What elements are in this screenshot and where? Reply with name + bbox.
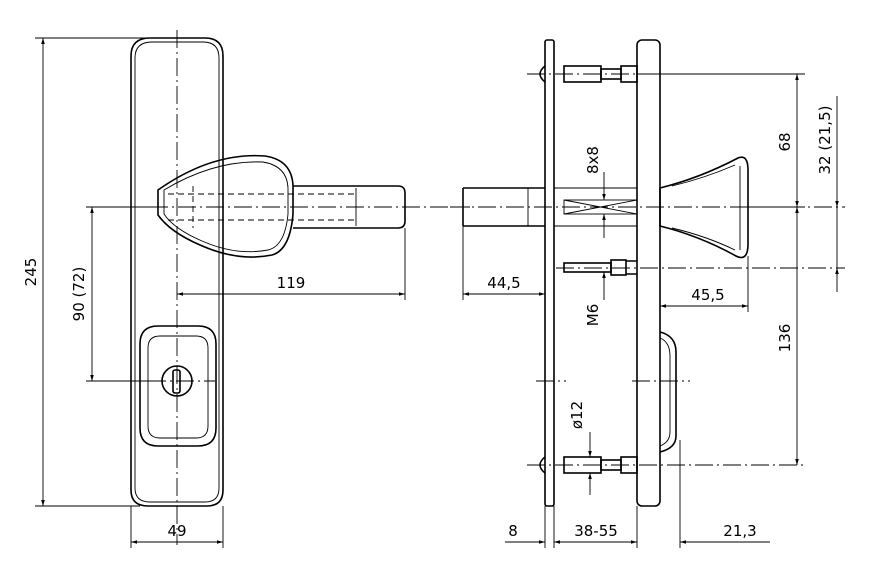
lever-rose	[157, 154, 294, 258]
bottom-screw	[527, 456, 805, 474]
side-square-spindle	[462, 187, 545, 227]
dim-screw-to-spindle-label: 68	[776, 132, 794, 151]
lever-rose-inner	[163, 161, 289, 253]
side-view: 44,5 45,5 8x8 M6 ø12 68 32 (21,5) 136	[450, 39, 845, 548]
front-view: 245 90 (72) 119 49	[22, 30, 470, 548]
dim-rear-knob-projection-label: 21,3	[723, 522, 756, 540]
rear-knob	[659, 156, 749, 259]
side-front-plate	[544, 39, 555, 507]
dim-lever-length-label: 119	[277, 274, 306, 292]
dim-spindle-to-key-label: 90 (72)	[70, 267, 88, 322]
dim-plate-width-label: 49	[167, 522, 186, 540]
dim-spindle-to-lower-screw-label: 136	[776, 324, 794, 353]
lever-arm	[293, 185, 406, 229]
m6-screw	[556, 259, 845, 276]
dim-square-spindle-label: 8x8	[584, 146, 602, 174]
cylinder-surround-outer	[139, 325, 217, 447]
rear-cylinder-cover	[659, 331, 677, 453]
dim-spindle-projection-label: 44,5	[487, 274, 520, 292]
dim-knob-length-label: 45,5	[691, 286, 724, 304]
dim-screw-diameter-label: ø12	[568, 401, 586, 429]
side-rear-plate	[636, 39, 661, 507]
cylinder-surround-inner	[147, 335, 209, 439]
dim-knob-offset-label: 32 (21,5)	[816, 106, 834, 175]
dim-door-thickness-label: 38-55	[574, 522, 618, 540]
key-slot-icon	[172, 369, 181, 394]
front-plate-inner-edge	[134, 41, 220, 503]
top-screw	[527, 65, 655, 83]
dim-thickness-front-label: 8	[508, 522, 518, 540]
front-plate-outline	[130, 37, 224, 507]
dim-screw-thread-label: M6	[584, 304, 602, 327]
dim-total-height-label: 245	[22, 258, 40, 287]
